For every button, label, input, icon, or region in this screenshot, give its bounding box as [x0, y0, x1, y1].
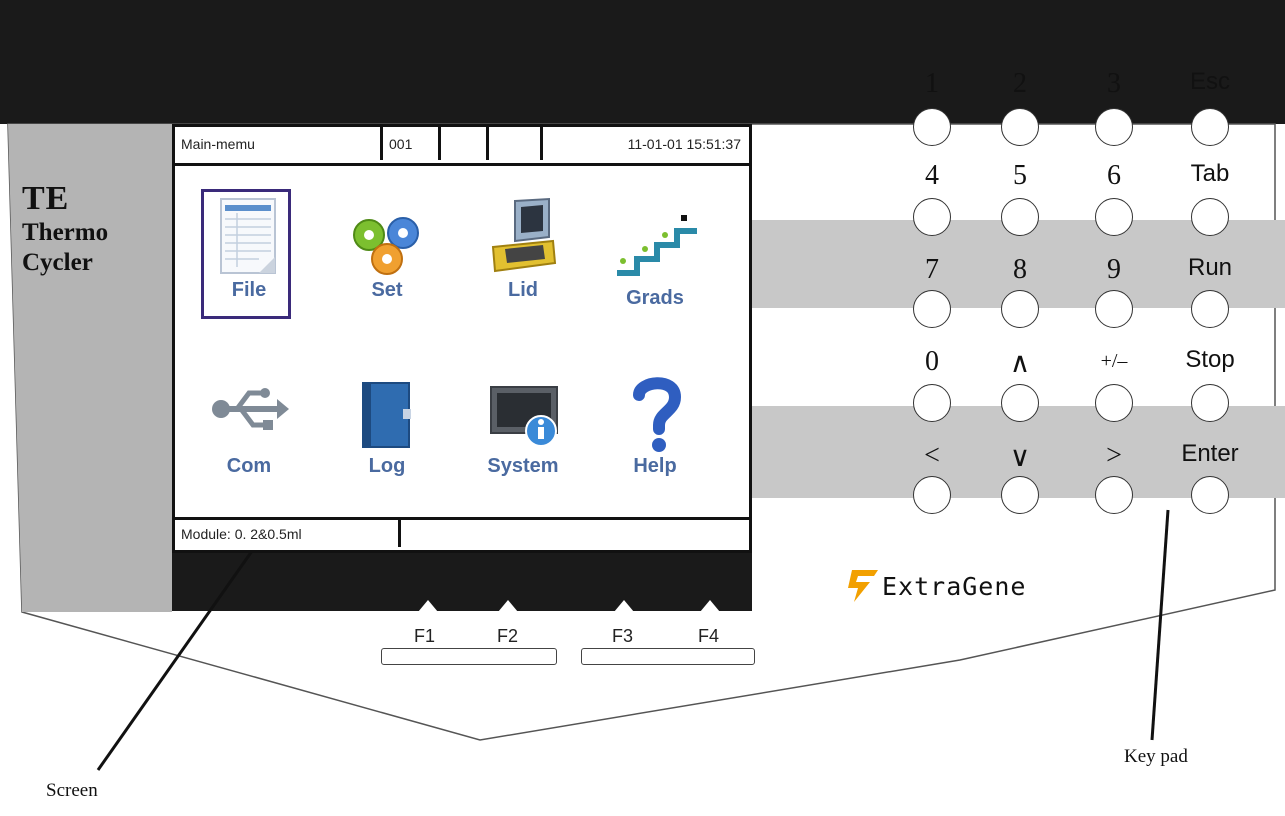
system-info-icon	[490, 386, 558, 447]
file-icon	[220, 198, 276, 274]
f4-label: F4	[698, 626, 720, 646]
key-button-enter[interactable]	[1191, 476, 1229, 514]
menu-item-system[interactable]: System	[473, 375, 573, 491]
key-label-8: 8	[1013, 254, 1027, 285]
logo-mark-icon	[848, 570, 878, 602]
menu-label-help: Help	[633, 455, 677, 477]
key-label-1: 1	[925, 68, 939, 99]
key-label-up: ∧	[1009, 348, 1031, 379]
brand-line-1: TE	[22, 180, 70, 217]
datetime: 11-01-01 15:51:37	[627, 135, 741, 152]
help-icon	[633, 377, 681, 452]
key-label-right: >	[1106, 440, 1122, 471]
menu-label-grads: Grads	[626, 287, 684, 309]
key-label-3: 3	[1107, 68, 1121, 99]
key-label-6: 6	[1107, 160, 1121, 191]
menu-label-set: Set	[371, 279, 403, 301]
screen-title: Main-memu	[175, 127, 383, 160]
menu-label-com: Com	[226, 455, 272, 477]
usb-icon	[212, 388, 289, 430]
status-bar: Main-memu 001 11-01-01 15:51:37	[175, 127, 749, 166]
gears-icon	[353, 217, 419, 275]
key-label-enter: Enter	[1181, 440, 1239, 467]
menu-item-grads[interactable]: Grads	[605, 187, 705, 325]
callout-keypad: Key pad	[1124, 746, 1188, 767]
key-label-down: ∨	[1009, 442, 1031, 473]
menu-label-lid: Lid	[508, 279, 538, 301]
key-label-5: 5	[1013, 160, 1027, 191]
key-button-2[interactable]	[1001, 108, 1039, 146]
key-button-7[interactable]	[913, 290, 951, 328]
key-button-plusminus[interactable]	[1095, 384, 1133, 422]
menu-item-log[interactable]: Log	[337, 375, 437, 491]
key-button-run[interactable]	[1191, 290, 1229, 328]
f3-f4-button[interactable]	[581, 648, 755, 665]
brand-line-2: Thermo	[22, 219, 109, 246]
key-button-0[interactable]	[913, 384, 951, 422]
key-label-run: Run	[1187, 254, 1233, 281]
extragene-logo: ExtraGene	[844, 568, 1026, 604]
key-button-6[interactable]	[1095, 198, 1133, 236]
brand-line-3: Cycler	[22, 249, 93, 276]
key-label-2: 2	[1013, 68, 1027, 99]
menu-item-file[interactable]: File	[199, 187, 299, 325]
key-label-plusminus: +/–	[1100, 350, 1128, 372]
key-label-7: 7	[925, 254, 939, 285]
brand-label: TE Thermo Cycler	[22, 180, 108, 278]
key-button-right[interactable]	[1095, 476, 1133, 514]
gradient-icon	[617, 215, 697, 276]
key-button-4[interactable]	[913, 198, 951, 236]
key-label-stop: Stop	[1185, 346, 1235, 373]
module-info: Module: 0. 2&0.5ml	[175, 520, 401, 547]
key-label-9: 9	[1107, 254, 1121, 285]
key-button-8[interactable]	[1001, 290, 1039, 328]
key-button-5[interactable]	[1001, 198, 1039, 236]
status-footer: Module: 0. 2&0.5ml	[175, 517, 749, 550]
f1-f2-button[interactable]	[381, 648, 557, 665]
program-number: 001	[383, 127, 441, 160]
key-label-0: 0	[925, 346, 939, 377]
key-button-esc[interactable]	[1191, 108, 1229, 146]
book-icon	[362, 382, 411, 448]
key-label-4: 4	[925, 160, 939, 191]
footer-message	[401, 520, 749, 547]
key-button-tab[interactable]	[1191, 198, 1229, 236]
key-label-esc: Esc	[1189, 68, 1230, 95]
callout-screen: Screen	[46, 780, 98, 801]
menu-item-com[interactable]: Com	[199, 375, 299, 491]
menu-label-file: File	[231, 279, 267, 301]
key-button-9[interactable]	[1095, 290, 1133, 328]
f3-label: F3	[612, 626, 634, 646]
menu-label-log: Log	[368, 455, 406, 477]
menu-item-help[interactable]: Help	[605, 375, 705, 491]
lcd-screen: Main-memu 001 11-01-01 15:51:37 File	[172, 124, 752, 553]
key-label-tab: Tab	[1190, 160, 1230, 187]
key-button-up[interactable]	[1001, 384, 1039, 422]
selection-frame	[201, 189, 291, 319]
f2-label: F2	[497, 626, 519, 646]
key-button-down[interactable]	[1001, 476, 1039, 514]
key-button-1[interactable]	[913, 108, 951, 146]
f1-label: F1	[414, 626, 436, 646]
menu-item-set[interactable]: Set	[337, 187, 437, 325]
status-slot-1	[441, 127, 489, 160]
logo-text: ExtraGene	[882, 571, 1027, 601]
key-button-left[interactable]	[913, 476, 951, 514]
key-button-stop[interactable]	[1191, 384, 1229, 422]
lid-icon	[491, 197, 557, 273]
menu-item-lid[interactable]: Lid	[473, 187, 573, 325]
key-label-left: <	[924, 440, 940, 471]
key-button-3[interactable]	[1095, 108, 1133, 146]
status-slot-2	[489, 127, 543, 160]
menu-label-system: System	[487, 455, 559, 477]
